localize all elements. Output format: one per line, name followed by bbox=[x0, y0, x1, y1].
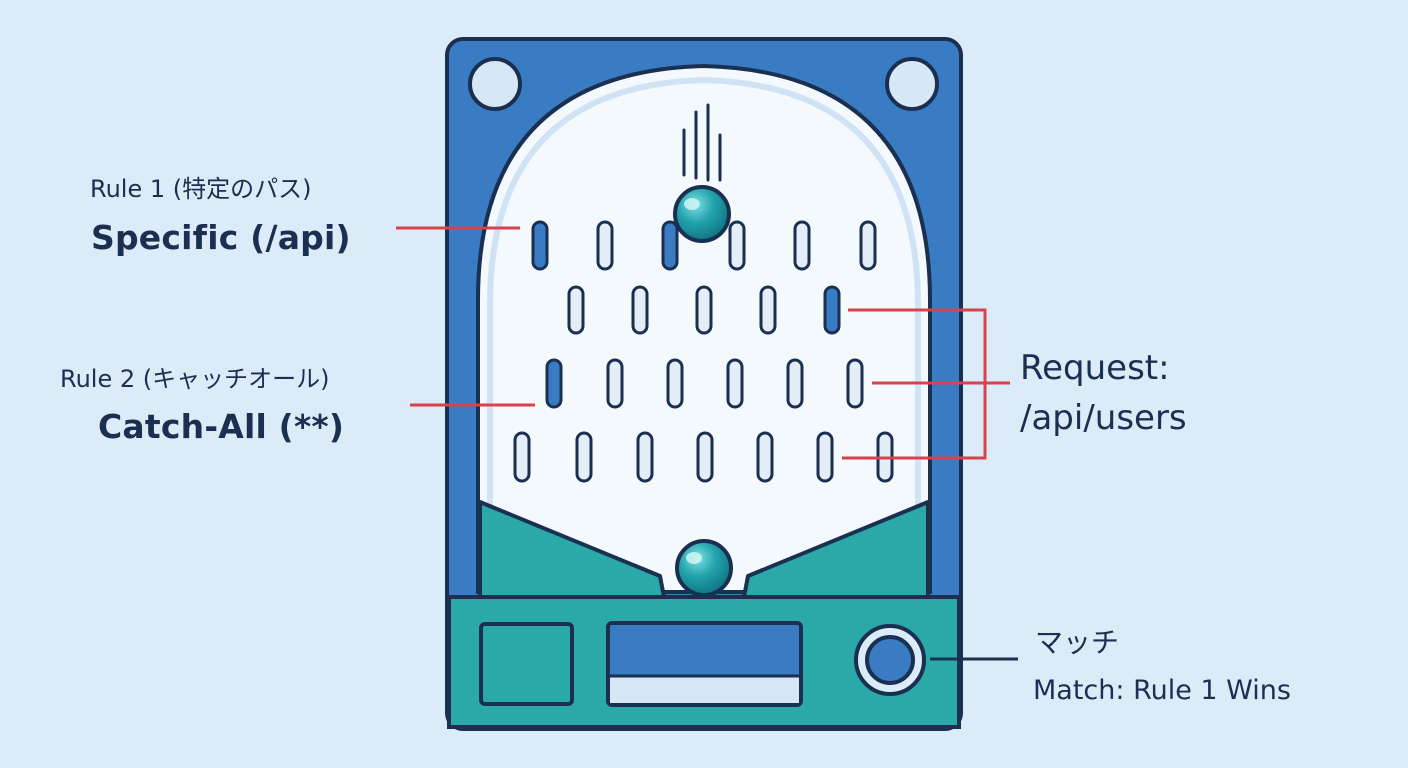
pin-icon bbox=[636, 431, 654, 483]
rule1-subtitle: Specific (/api) bbox=[91, 218, 351, 257]
pin-icon bbox=[513, 431, 531, 483]
ball-icon bbox=[673, 185, 731, 243]
pin-icon bbox=[631, 285, 649, 335]
panel-square bbox=[479, 622, 574, 706]
rule2-title: Rule 2 (キャッチオール) bbox=[60, 365, 330, 393]
request-path: /api/users bbox=[1020, 398, 1187, 438]
match-title: マッチ bbox=[1035, 626, 1120, 659]
pin-icon bbox=[823, 285, 841, 335]
pin-icon bbox=[859, 220, 877, 271]
pin-icon bbox=[596, 220, 614, 271]
rule1-title: Rule 1 (特定のパス) bbox=[90, 175, 312, 203]
pin-icon bbox=[575, 431, 593, 483]
pin-icon bbox=[545, 358, 563, 409]
leader-lines bbox=[396, 226, 1010, 460]
pin-icon bbox=[728, 220, 746, 271]
rule2-subtitle: Catch-All (**) bbox=[98, 407, 345, 446]
screw-icon bbox=[885, 57, 939, 111]
match-subtitle: Match: Rule 1 Wins bbox=[1033, 675, 1291, 706]
pin-icon bbox=[606, 358, 624, 409]
pin-icon bbox=[695, 285, 713, 335]
pin-icon bbox=[756, 431, 774, 483]
panel-display-bar bbox=[610, 676, 799, 703]
motion-lines bbox=[682, 103, 722, 182]
pin-icon bbox=[726, 358, 744, 409]
playfield-rim bbox=[487, 76, 921, 585]
pin-icon bbox=[666, 358, 684, 409]
ball-icon bbox=[675, 539, 733, 597]
pin-icon bbox=[793, 220, 811, 271]
pin-icon bbox=[759, 285, 777, 335]
pin-icon bbox=[846, 358, 864, 409]
pin-icon bbox=[696, 431, 714, 483]
pin-grid bbox=[513, 220, 894, 483]
pin-icon bbox=[531, 220, 549, 271]
screw-icon bbox=[468, 57, 522, 111]
launch-button-icon[interactable] bbox=[854, 624, 926, 696]
pin-icon bbox=[816, 431, 834, 483]
pin-icon bbox=[661, 220, 679, 271]
request-label: Request: bbox=[1020, 348, 1170, 388]
pin-icon bbox=[567, 285, 585, 335]
pin-icon bbox=[786, 358, 804, 409]
